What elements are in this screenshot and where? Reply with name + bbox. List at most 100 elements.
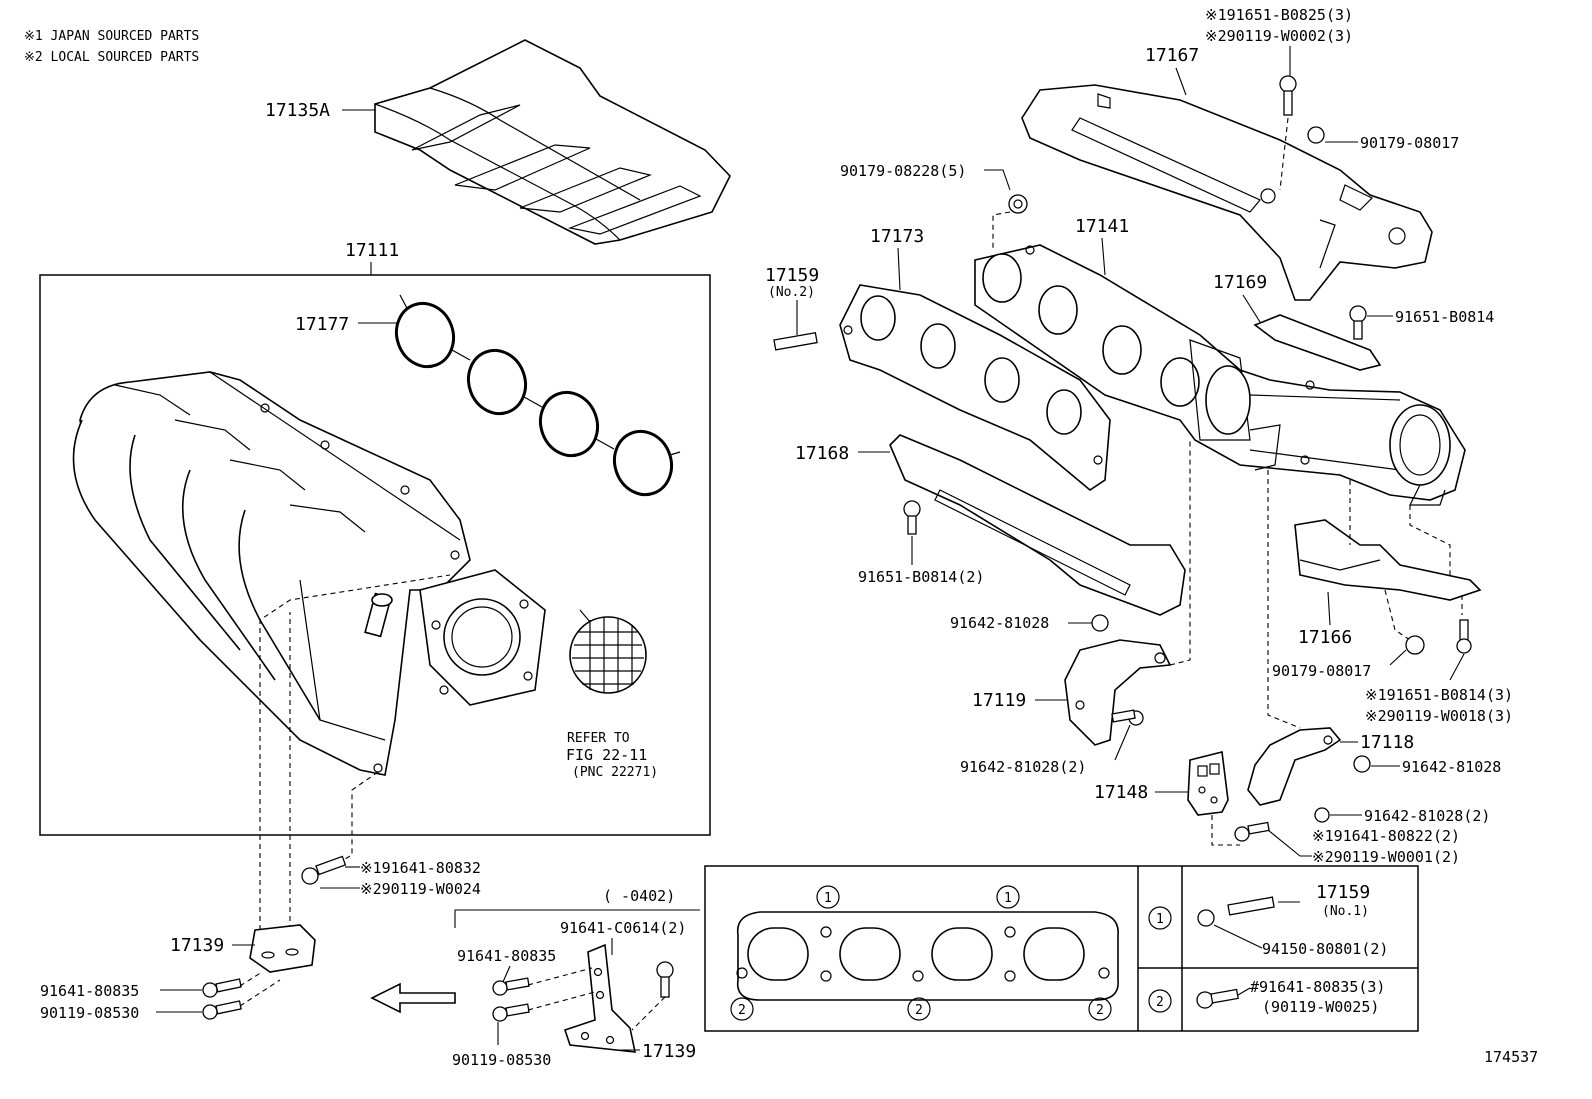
bracket-17119 <box>1064 639 1172 746</box>
label-90179-08228: 90179-08228(5) <box>840 162 966 180</box>
label-90119-08530-left: 90119-08530 <box>40 1004 139 1022</box>
bolt-91642-81028-b <box>1353 755 1371 773</box>
bracket-17139-bottom <box>563 943 637 1053</box>
heat-insulator-17135a <box>374 39 731 245</box>
nut-91642-81028-a <box>1091 614 1109 632</box>
nut-90179-08017-b <box>1405 635 1425 655</box>
heat-insulator-17167 <box>1021 84 1433 301</box>
label-17167: 17167 <box>1145 45 1199 66</box>
label-90119-w0002: ※290119-W0002(3) <box>1205 27 1353 45</box>
heat-insulator-17168 <box>889 434 1186 616</box>
label-17159-no2: 17159 <box>765 265 819 286</box>
svg-text:2: 2 <box>1096 1003 1104 1018</box>
bracket-17169 <box>1253 314 1382 371</box>
label-17148: 17148 <box>1094 782 1148 803</box>
label-date-range: ( -0402) <box>603 887 675 905</box>
label-91642-81028-2b: 91642-81028(2) <box>1364 807 1490 825</box>
label-17173: 17173 <box>870 226 924 247</box>
label-91641-80822-2: ※191641-80822(2) <box>1312 827 1460 845</box>
nut-90179-08017-top <box>1307 126 1325 144</box>
label-94150-80801: 94150-80801(2) <box>1262 940 1388 958</box>
exhaust-manifold-17141 <box>974 244 1466 506</box>
bolt-91641-80835-table <box>1196 988 1239 1009</box>
label-91651-b0814-3: ※191651-B0814(3) <box>1365 686 1513 704</box>
bolt-90119-08530-left <box>202 1000 242 1020</box>
svg-text:2: 2 <box>738 1003 746 1018</box>
intake-gasket-17177 <box>395 294 681 497</box>
gasket-variant-table <box>704 865 1419 1032</box>
label-91651-b0814-2: 91651-B0814(2) <box>858 568 984 586</box>
label-91641-80835-hash: #91641-80835(3) <box>1250 978 1385 996</box>
label-17118: 17118 <box>1360 732 1414 753</box>
exhaust-gasket-variant <box>736 911 1119 1001</box>
bolt-91651-b0814-2 <box>903 500 921 535</box>
note-local-sourced: ※2 LOCAL SOURCED PARTS <box>24 50 199 65</box>
direction-arrow <box>370 982 456 1014</box>
nut-91642-81028-2b <box>1314 807 1330 823</box>
label-91641-80835-mid: 91641-80835 <box>457 947 556 965</box>
label-17141: 17141 <box>1075 216 1129 237</box>
label-91651-b0814: 91651-B0814 <box>1395 308 1494 326</box>
label-91642-81028-b: 91642-81028 <box>1402 758 1501 776</box>
heat-insulator-17166 <box>1294 519 1482 601</box>
label-17119: 17119 <box>972 690 1026 711</box>
circle-1-marker: 1 1 1 <box>816 885 1172 930</box>
label-91641-80835-left: 91641-80835 <box>40 982 139 1000</box>
label-91641-80832: ※191641-80832 <box>360 859 481 877</box>
svg-text:1: 1 <box>824 891 832 906</box>
label-17135a: 17135A <box>265 100 330 121</box>
label-17111: 17111 <box>345 240 399 261</box>
label-fig: FIG 22-11 <box>566 746 647 764</box>
bolt-91641-80832 <box>301 855 347 885</box>
bracket-17139-left <box>249 924 316 973</box>
label-90179-08017-top: 90179-08017 <box>1360 134 1459 152</box>
bolt-91651-b0814 <box>1349 305 1367 340</box>
svg-text:1: 1 <box>1004 891 1012 906</box>
bolt-91641-80835-left <box>202 978 242 998</box>
stud-17159-no1 <box>1197 896 1275 927</box>
bolt-90119-08530-mid <box>492 1003 530 1022</box>
label-17159-no1-sub: (No.1) <box>1322 904 1369 919</box>
label-90119-w0025: (90119-W0025) <box>1262 998 1379 1016</box>
note-japan-sourced: ※1 JAPAN SOURCED PARTS <box>24 29 199 44</box>
bolt-91641-80822 <box>1234 821 1270 842</box>
label-90179-08017-b: 90179-08017 <box>1272 662 1371 680</box>
bolt-91642-81028-2a <box>1111 709 1144 726</box>
bolt-91641-80835-mid <box>492 977 530 996</box>
label-90119-w0024: ※290119-W0024 <box>360 880 481 898</box>
label-17168: 17168 <box>795 443 849 464</box>
exhaust-gasket-17173 <box>839 284 1111 491</box>
illustration-number: 174537 <box>1484 1048 1538 1066</box>
label-17139-left: 17139 <box>170 935 224 956</box>
label-17159-no1: 17159 <box>1316 882 1370 903</box>
label-17159-no2-sub: (No.2) <box>768 285 815 300</box>
stud-17159-no2 <box>773 331 818 351</box>
label-17139-bottom: 17139 <box>642 1041 696 1062</box>
circle-2-marker: 2 2 2 2 <box>730 989 1172 1021</box>
nut-90179-08228 <box>1008 194 1028 214</box>
label-refer-to: REFER TO <box>567 731 630 746</box>
intake-manifold-frame <box>39 274 711 836</box>
bolt-91641-c0614 <box>656 961 674 998</box>
bolt-91651-b0814-3 <box>1456 619 1472 654</box>
label-90119-08530-mid: 90119-08530 <box>452 1051 551 1069</box>
label-17166: 17166 <box>1298 627 1352 648</box>
intake-manifold-body <box>72 371 546 776</box>
label-90119-w0018-3: ※290119-W0018(3) <box>1365 707 1513 725</box>
plate-17148 <box>1187 751 1229 816</box>
label-91651-b0825: ※191651-B0825(3) <box>1205 6 1353 24</box>
label-pnc: (PNC 22271) <box>572 765 658 780</box>
intake-screen-reference <box>569 609 647 694</box>
svg-text:2: 2 <box>915 1003 923 1018</box>
svg-text:2: 2 <box>1156 995 1164 1010</box>
label-17177: 17177 <box>295 314 349 335</box>
bracket-17118 <box>1247 727 1342 806</box>
bolt-91651-b0825 <box>1279 75 1297 116</box>
label-91642-81028-a: 91642-81028 <box>950 614 1049 632</box>
label-91641-c0614: 91641-C0614(2) <box>560 919 686 937</box>
label-17169: 17169 <box>1213 272 1267 293</box>
svg-text:1: 1 <box>1156 912 1164 927</box>
label-91642-81028-2a: 91642-81028(2) <box>960 758 1086 776</box>
label-90119-w0001-2: ※290119-W0001(2) <box>1312 848 1460 866</box>
